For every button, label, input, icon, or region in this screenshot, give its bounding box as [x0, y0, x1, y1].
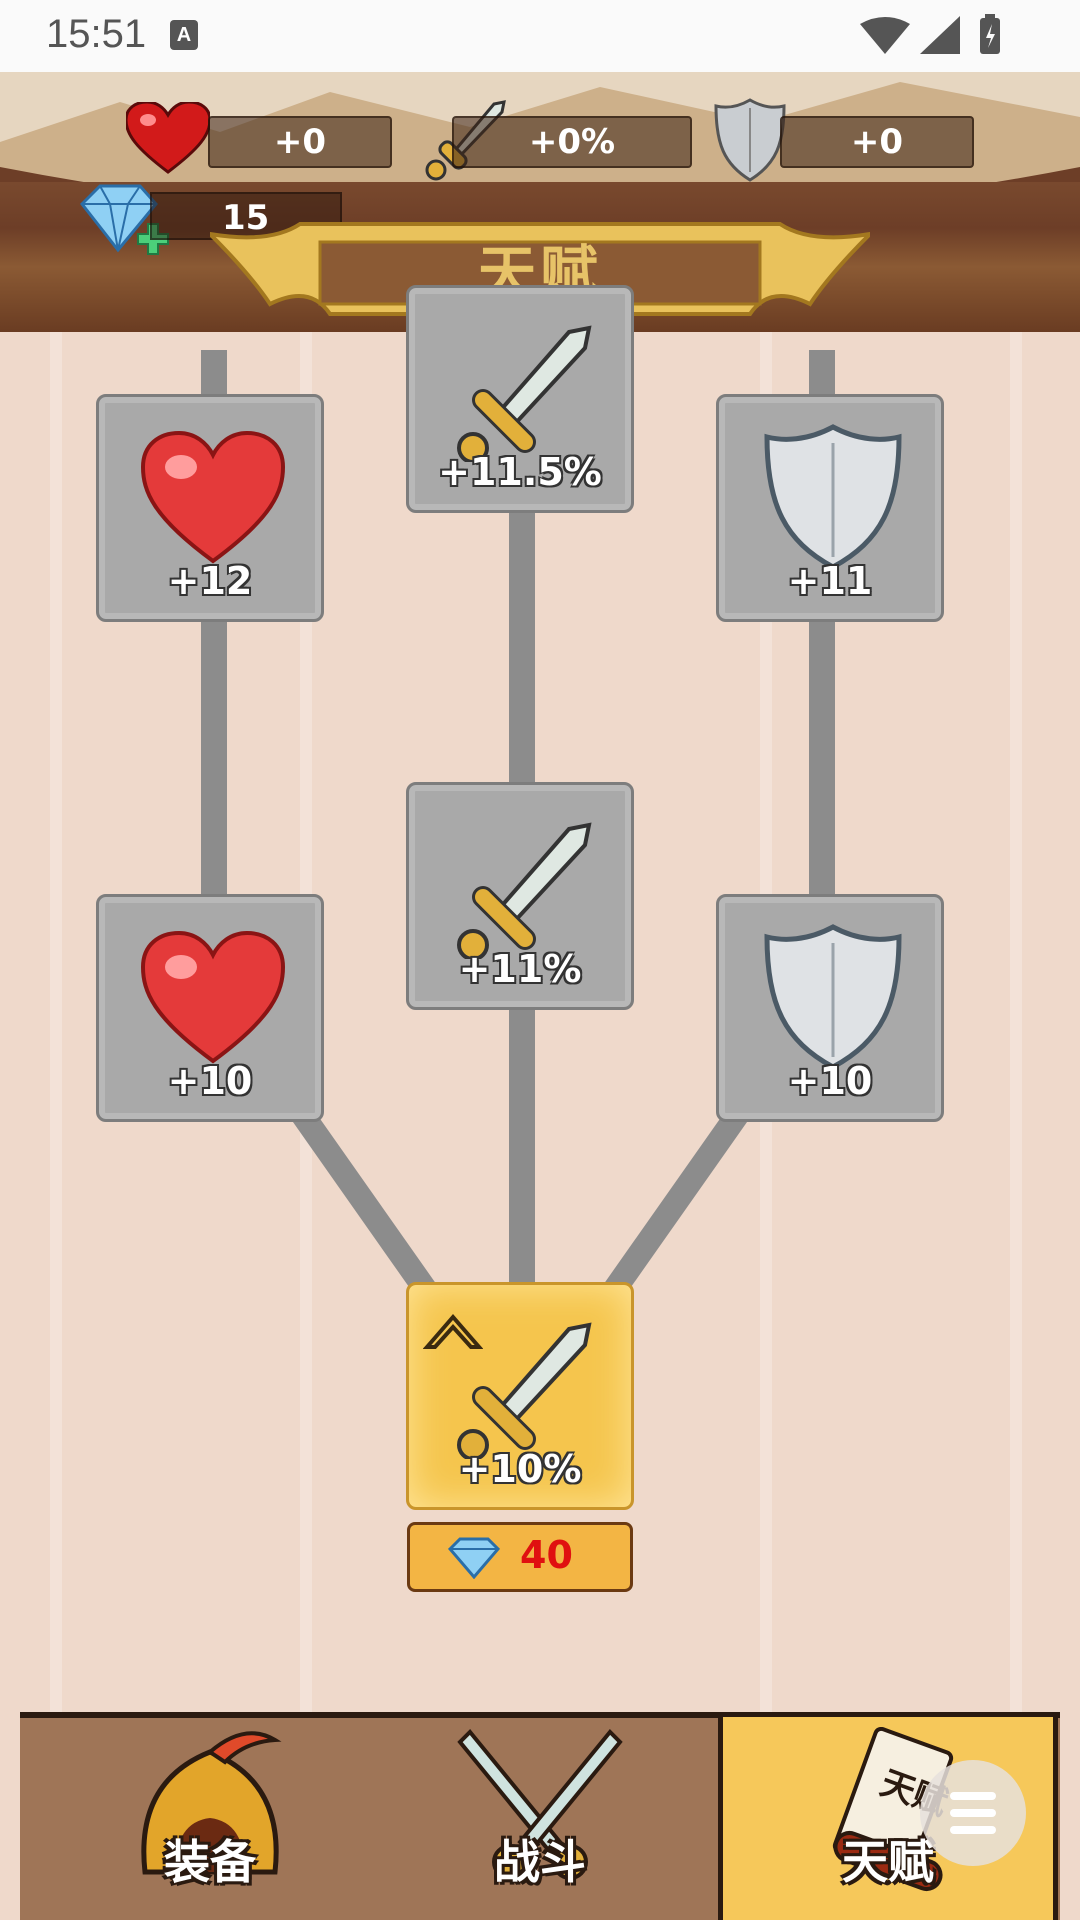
shield-icon: [764, 424, 902, 570]
shield-icon: [764, 924, 902, 1070]
menu-icon-bar: [950, 1826, 996, 1834]
upgrade-chevron-icon: [423, 1313, 483, 1349]
talent-value: +11: [787, 559, 873, 603]
system-status-icons: [860, 14, 1000, 54]
talent-value: +11%: [458, 947, 582, 991]
upgrade-cost-value: 40: [520, 1533, 573, 1577]
upgrade-cost-button[interactable]: 40: [407, 1522, 633, 1592]
crossed-swords-icon: [457, 1729, 623, 1880]
talent-value: +10: [167, 1059, 253, 1103]
menu-icon-bar: [950, 1809, 996, 1817]
status-bar: 15:51 A: [0, 0, 1080, 72]
talent-node-defense-mid[interactable]: +10: [716, 894, 944, 1122]
notification-icon: A: [170, 20, 198, 50]
connector-diagonals: [292, 1110, 748, 1300]
talent-value: +12: [167, 559, 253, 603]
talent-value: +10%: [458, 1447, 582, 1491]
talent-value: +11.5%: [438, 450, 602, 494]
tab-label: 装备: [164, 1835, 256, 1889]
talent-node-health-mid[interactable]: +10: [96, 894, 324, 1122]
helmet-icon: [141, 1731, 282, 1875]
status-time: 15:51: [46, 12, 147, 56]
attack-stat: +0%: [452, 116, 692, 168]
health-stat: +0: [208, 116, 392, 168]
header-overlay: [0, 72, 1080, 332]
shield-icon: [714, 98, 786, 182]
talent-node-attack-base[interactable]: +10%: [406, 1282, 634, 1510]
tab-equipment[interactable]: 装备: [60, 1712, 360, 1920]
defense-stat: +0: [780, 116, 974, 168]
talent-value: +10: [787, 1059, 873, 1103]
talent-node-health-top[interactable]: +12: [96, 394, 324, 622]
sword-icon: [457, 325, 592, 462]
tab-label: 战斗: [494, 1835, 586, 1889]
menu-button[interactable]: [920, 1760, 1026, 1866]
talent-node-defense-top[interactable]: +11: [716, 394, 944, 622]
heart-icon: [140, 930, 286, 1064]
talent-node-attack-mid[interactable]: +11%: [406, 782, 634, 1010]
tab-battle[interactable]: 战斗: [390, 1712, 690, 1920]
bg-stripe: [50, 332, 62, 1712]
sword-icon: [457, 822, 592, 959]
gem-icon: [447, 1537, 501, 1579]
heart-icon: [140, 430, 286, 564]
sword-icon: [457, 1322, 592, 1459]
bg-stripe: [1010, 332, 1022, 1712]
menu-icon-bar: [950, 1792, 996, 1800]
talent-node-attack-top[interactable]: +11.5%: [406, 285, 634, 513]
tab-label: 天赋: [842, 1835, 934, 1889]
tab-talent[interactable]: 天赋 天赋: [718, 1712, 1058, 1920]
